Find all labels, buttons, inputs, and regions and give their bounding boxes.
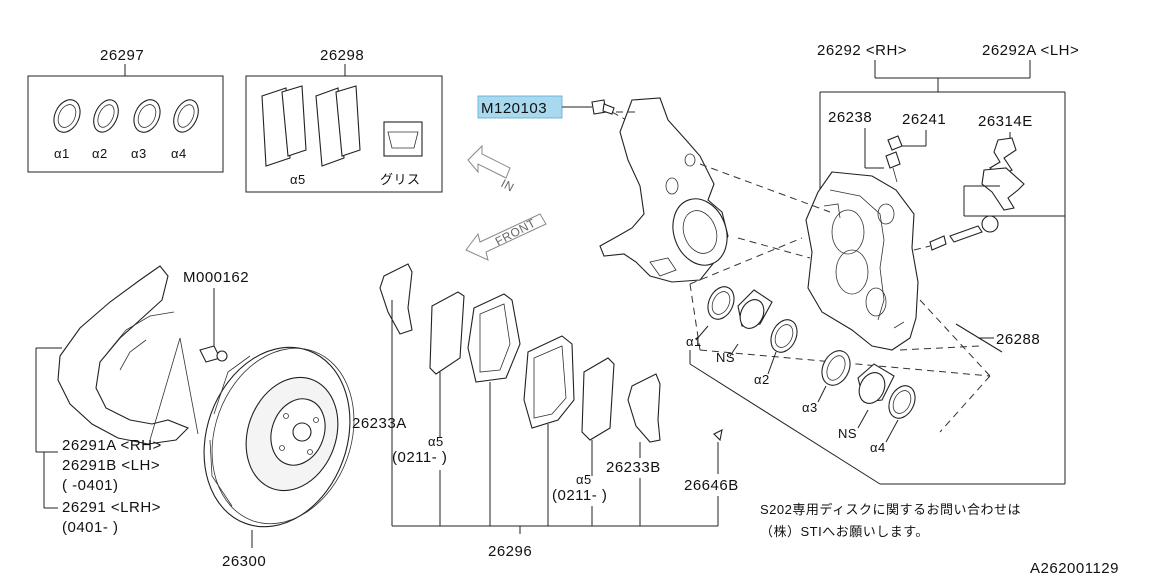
label-26646b[interactable]: 26646B — [684, 477, 739, 494]
pad-kit-group: 26298 α5 グリス — [245, 47, 443, 193]
pad-outer-icon[interactable] — [429, 291, 465, 375]
bleeder-screw-icon[interactable] — [885, 151, 901, 169]
date-0401-start: (0401- ) — [62, 519, 119, 536]
label-26233b[interactable]: 26233B — [606, 459, 661, 476]
brake-caliper — [805, 171, 919, 351]
m120103-group: M120103 — [477, 95, 649, 133]
label-26292a-lh[interactable]: 26292A <LH> — [982, 42, 1079, 59]
alpha3-main-label: α3 — [802, 400, 818, 415]
pad-kit-pads — [261, 85, 361, 167]
alpha3-label: α3 — [131, 146, 147, 161]
shim-26233b-icon[interactable] — [627, 373, 661, 443]
bleeder-cap-icon[interactable] — [887, 135, 903, 151]
steering-knuckle — [599, 97, 729, 283]
label-26238[interactable]: 26238 — [828, 109, 872, 126]
clip-26646b-icon[interactable] — [713, 429, 723, 442]
seal-rings — [53, 99, 199, 133]
alpha5-pad-b-label: α5 — [576, 472, 592, 487]
seal-a3-icon[interactable] — [817, 346, 856, 390]
grease-icon — [383, 121, 423, 157]
piston-group: α1 NS α2 α3 NS α4 — [686, 283, 920, 485]
label-26291[interactable]: 26291 <LRH> — [62, 499, 161, 516]
seal-kit-group: 26297 α1 α2 α3 α4 — [27, 47, 224, 173]
label-26291a[interactable]: 26291A <RH> — [62, 437, 162, 454]
label-m000162[interactable]: M000162 — [183, 269, 249, 286]
pin-26288-group: 26288 — [955, 323, 1040, 353]
direction-front-arrow: FRONT — [465, 213, 547, 261]
alpha5-pad-a-label: α5 — [428, 434, 444, 449]
pad-inner-backing-icon[interactable] — [523, 335, 575, 429]
diagram-id: A262001129 — [1030, 560, 1119, 576]
pad-outer-backing-icon[interactable] — [467, 293, 521, 383]
label-26288[interactable]: 26288 — [996, 331, 1040, 348]
footer-notes: S202専用ディスクに関するお問い合わせは （株）STIへお願いします。 A26… — [760, 502, 1119, 576]
alpha2-main-label: α2 — [754, 372, 770, 387]
shim-26233a-icon[interactable] — [379, 263, 413, 335]
label-26314e[interactable]: 26314E — [978, 113, 1033, 130]
dust-cover-icon[interactable] — [57, 265, 189, 445]
caliper-pin-bolt-icon[interactable] — [949, 225, 983, 243]
ns-lower-label: NS — [838, 426, 857, 441]
label-26233a[interactable]: 26233A — [352, 415, 407, 432]
seal-a1-icon[interactable] — [703, 283, 739, 324]
label-26298[interactable]: 26298 — [320, 47, 364, 64]
alpha1-label: α1 — [54, 146, 70, 161]
label-26300[interactable]: 26300 — [222, 553, 266, 570]
arrow-front-label: FRONT — [493, 216, 538, 249]
label-26296[interactable]: 26296 — [488, 543, 532, 560]
pad-kit-box — [245, 75, 443, 193]
bleeder-group: 26238 26241 — [828, 109, 946, 183]
seal-kit-box — [27, 75, 224, 173]
label-26291b[interactable]: 26291B <LH> — [62, 457, 160, 474]
arrow-in-label: IN — [499, 176, 517, 194]
dust-cover-group: M000162 26291A <RH> 26291B <LH> ( -0401)… — [35, 265, 249, 536]
label-26292-rh[interactable]: 26292 <RH> — [817, 42, 907, 59]
spring-group: 26314E — [978, 113, 1033, 211]
note-line-1: S202専用ディスクに関するお問い合わせは — [760, 502, 1021, 517]
grease-label: グリス — [380, 172, 421, 187]
label-26241[interactable]: 26241 — [902, 111, 946, 128]
date-0401-end: ( -0401) — [62, 477, 119, 494]
date-0211-b: (0211- ) — [552, 487, 607, 504]
caliper-pin-group — [913, 185, 1065, 251]
alpha5-kit-label: α5 — [290, 172, 306, 187]
alpha4-label: α4 — [171, 146, 187, 161]
label-26297[interactable]: 26297 — [100, 47, 144, 64]
seal-a2-icon[interactable] — [766, 316, 802, 357]
date-0211-a: (0211- ) — [392, 449, 447, 466]
ns-upper-label: NS — [716, 350, 735, 365]
alpha2-label: α2 — [92, 146, 108, 161]
brake-pads-group: 26233A α5 (0211- ) α5 (0211- ) 26233B 26… — [352, 263, 739, 560]
brake-disc-group: 26300 — [203, 346, 355, 570]
caliper-label-group: 26292 <RH> 26292A <LH> — [817, 42, 1079, 485]
direction-in-arrow: IN — [467, 144, 517, 195]
note-line-2: （株）STIへお願いします。 — [760, 524, 929, 539]
alpha4-main-label: α4 — [870, 440, 886, 455]
seal-a4-icon[interactable] — [884, 382, 920, 423]
pad-inner-icon[interactable] — [581, 357, 615, 441]
label-m120103[interactable]: M120103 — [481, 100, 547, 117]
